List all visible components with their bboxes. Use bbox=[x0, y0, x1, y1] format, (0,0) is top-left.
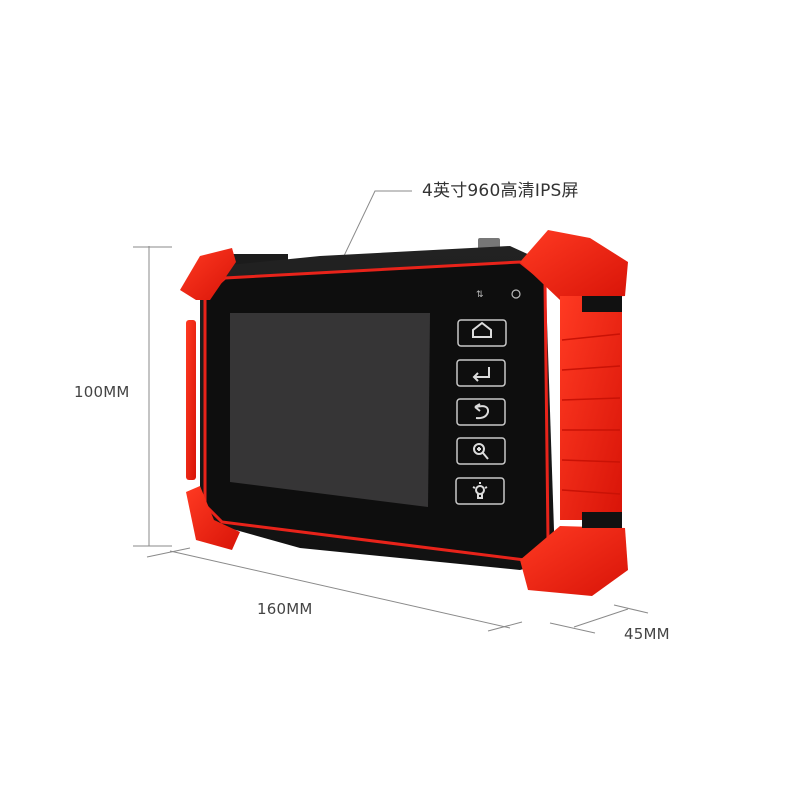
button-icons bbox=[472, 321, 492, 499]
back-button bbox=[456, 398, 506, 426]
back-icon bbox=[474, 403, 490, 420]
depth-annotation: 45MM bbox=[624, 625, 670, 643]
bumper-clip-top bbox=[582, 296, 622, 312]
device-body bbox=[200, 238, 555, 570]
screen-annotation: 4英寸960高清IPS屏 bbox=[422, 181, 579, 201]
home-icon bbox=[472, 321, 492, 338]
display-screen bbox=[230, 313, 430, 507]
usb-icon: ⇅ bbox=[476, 290, 484, 300]
zoom-button bbox=[456, 437, 506, 465]
light-button bbox=[455, 477, 505, 505]
height-annotation: 100MM bbox=[74, 383, 130, 401]
light-bulb-icon bbox=[475, 485, 485, 495]
enter-icon bbox=[472, 367, 490, 382]
bumpers bbox=[180, 230, 628, 596]
side-buttons bbox=[455, 319, 507, 505]
power-icon bbox=[511, 289, 521, 299]
home-button bbox=[457, 319, 507, 347]
zoom-in-icon bbox=[473, 443, 485, 455]
grip-ridges bbox=[561, 333, 621, 495]
enter-button bbox=[456, 359, 506, 387]
width-annotation: 160MM bbox=[257, 600, 313, 618]
bumper-clip-bottom bbox=[582, 512, 622, 528]
